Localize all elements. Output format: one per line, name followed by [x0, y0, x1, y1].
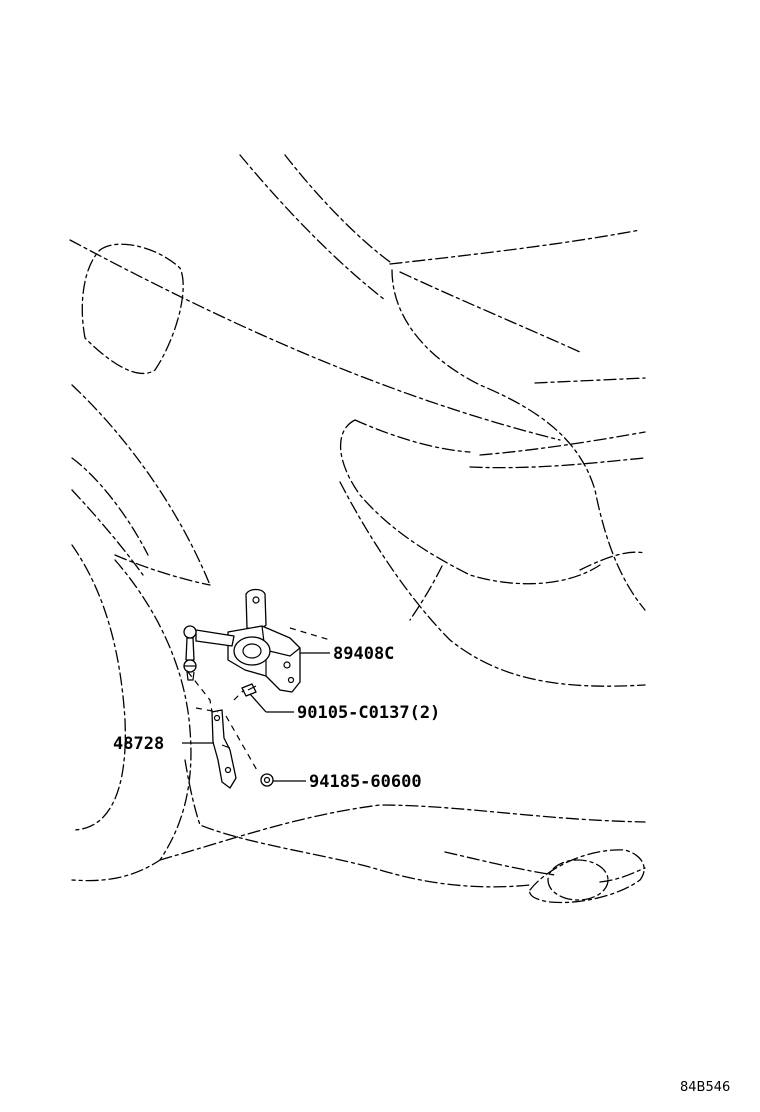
sensor-link-bracket — [211, 709, 237, 789]
trunk-line-2 — [479, 431, 646, 456]
nut-part — [260, 773, 274, 787]
roof-line-2 — [284, 154, 391, 263]
exhaust-tip-outer — [529, 849, 645, 904]
callout-48728: 48728 — [113, 734, 164, 754]
vehicle-body-outline — [69, 154, 646, 904]
body-line-upper — [69, 239, 561, 441]
bolt-part — [241, 683, 257, 697]
sensor-lever — [195, 629, 235, 647]
bumper-divider — [409, 565, 443, 621]
wheel-arch-2 — [71, 457, 149, 556]
exhaust-tip-inner — [547, 859, 609, 901]
callout-89408c: 89408C — [333, 644, 394, 664]
part-callouts: 89408C 90105-C0137(2) 48728 94185-60600 — [113, 644, 440, 792]
callout-90105-c0137: 90105-C0137(2) — [297, 703, 440, 723]
tail-lamp-outline — [339, 419, 601, 585]
roof-line-4 — [399, 271, 581, 353]
trunk-line-3 — [469, 457, 646, 469]
assembly-guide-lines — [187, 627, 331, 773]
roof-line-3 — [389, 229, 641, 265]
wheel-arch-inner — [71, 544, 126, 831]
leader-lines — [182, 652, 330, 782]
trunk-line-4 — [579, 551, 646, 571]
exhaust-pipe — [599, 867, 646, 883]
wheel-arch-3 — [71, 489, 144, 576]
fuel-lid-outline — [81, 243, 184, 375]
wheel-arch-1 — [71, 384, 211, 586]
bumper-upper-line — [339, 481, 646, 687]
bracket-plate — [211, 709, 237, 789]
roof-line-1 — [239, 154, 386, 301]
callout-94185-60600: 94185-60600 — [309, 772, 422, 792]
height-sensor-assembly — [183, 588, 301, 693]
link-rod — [185, 637, 195, 661]
sensor-mount-arm — [245, 588, 267, 631]
leader-90105 — [249, 693, 267, 713]
lower-bumper-line — [159, 804, 646, 861]
quarter-panel-curve — [391, 269, 646, 611]
bumper-lower-edge — [444, 851, 556, 876]
rocker-line — [184, 759, 531, 888]
link-ball-joint-upper — [183, 625, 197, 639]
trunk-line-1 — [534, 377, 646, 384]
sensor-motor — [233, 636, 271, 666]
illustration-code: 84B546 — [680, 1080, 730, 1095]
wheel-arch-outer — [71, 559, 192, 882]
tail-lamp-top — [354, 419, 471, 453]
nut-body — [260, 773, 274, 787]
wheel-arch-4 — [114, 554, 211, 586]
